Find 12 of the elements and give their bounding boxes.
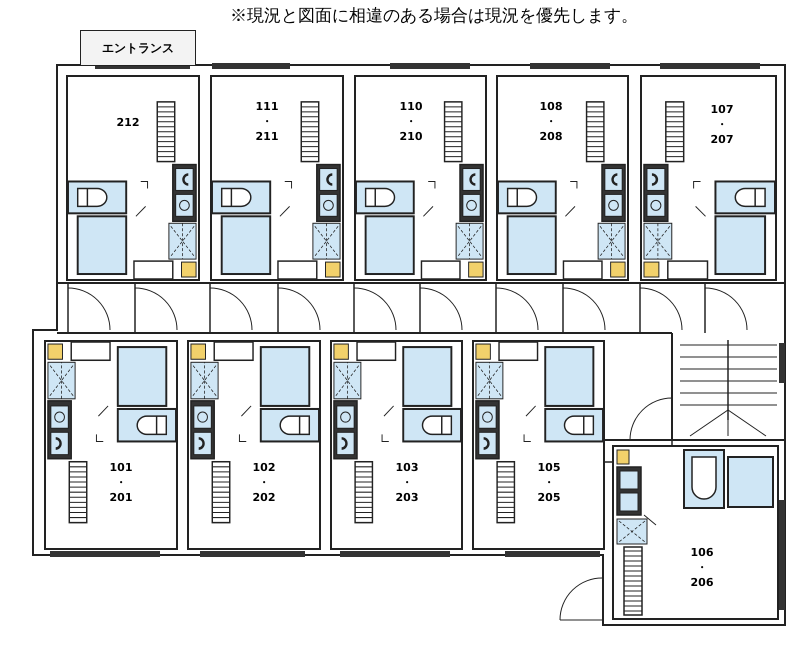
room-number: 106 ・ 206	[690, 545, 714, 590]
room-number: 101 ・ 201	[108, 460, 134, 505]
room-number: 102 ・ 202	[252, 460, 276, 505]
entrance-box: エントランス	[80, 30, 196, 66]
note-text: ※現況と図面に相違のある場合は現況を優先します。	[230, 5, 638, 27]
room-number: 105 ・ 205	[536, 460, 562, 505]
room-number: 111 ・ 211	[254, 99, 280, 144]
room-number: 107 ・ 207	[710, 102, 734, 147]
room-number: 103 ・ 203	[394, 460, 420, 505]
room-number: 110 ・ 210	[398, 99, 424, 144]
room-number: 212	[116, 115, 140, 130]
room-number: 108 ・ 208	[538, 99, 564, 144]
